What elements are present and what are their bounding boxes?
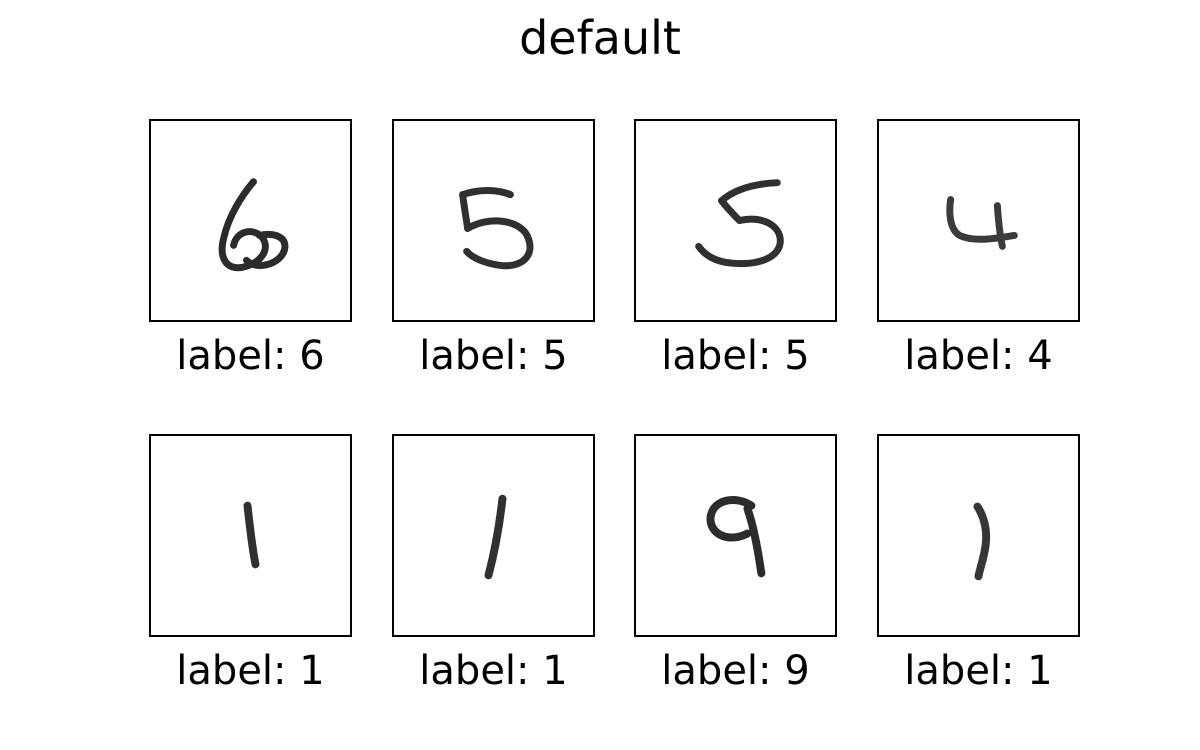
digit-label: label: 5 [661, 333, 810, 379]
digit-image-frame [392, 119, 595, 322]
handwritten-four-icon [946, 196, 1018, 250]
handwritten-one-icon [484, 494, 507, 580]
handwritten-five-icon [695, 179, 784, 268]
digit-panel-1a: label: 1 [149, 434, 392, 709]
handwritten-one-icon [243, 501, 260, 569]
handwritten-six-icon [218, 178, 289, 272]
digit-label: label: 1 [176, 648, 325, 694]
digit-panel-5a: label: 5 [392, 119, 635, 394]
page-title: default [519, 11, 681, 65]
digit-image-frame [149, 434, 352, 637]
digit-panel-5b: label: 5 [634, 119, 877, 394]
digit-label: label: 6 [176, 333, 325, 379]
digit-panel-1b: label: 1 [392, 434, 635, 709]
digit-label: label: 4 [904, 333, 1053, 379]
digit-image-frame [392, 434, 595, 637]
digit-label: label: 1 [904, 648, 1053, 694]
digit-image-frame [634, 119, 837, 322]
handwritten-five-icon [459, 187, 534, 270]
digit-image-frame [877, 119, 1080, 322]
digit-panel-9: label: 9 [634, 434, 877, 709]
handwritten-nine-icon [706, 496, 766, 578]
handwritten-one-icon [973, 502, 991, 581]
digit-image-frame [877, 434, 1080, 637]
digit-image-frame [634, 434, 837, 637]
digit-panel-4: label: 4 [877, 119, 1120, 394]
digit-panel-1c: label: 1 [877, 434, 1120, 709]
digit-label: label: 9 [661, 648, 810, 694]
digit-image-frame [149, 119, 352, 322]
digit-label: label: 1 [419, 648, 568, 694]
digit-panel-6: label: 6 [149, 119, 392, 394]
digit-label: label: 5 [419, 333, 568, 379]
